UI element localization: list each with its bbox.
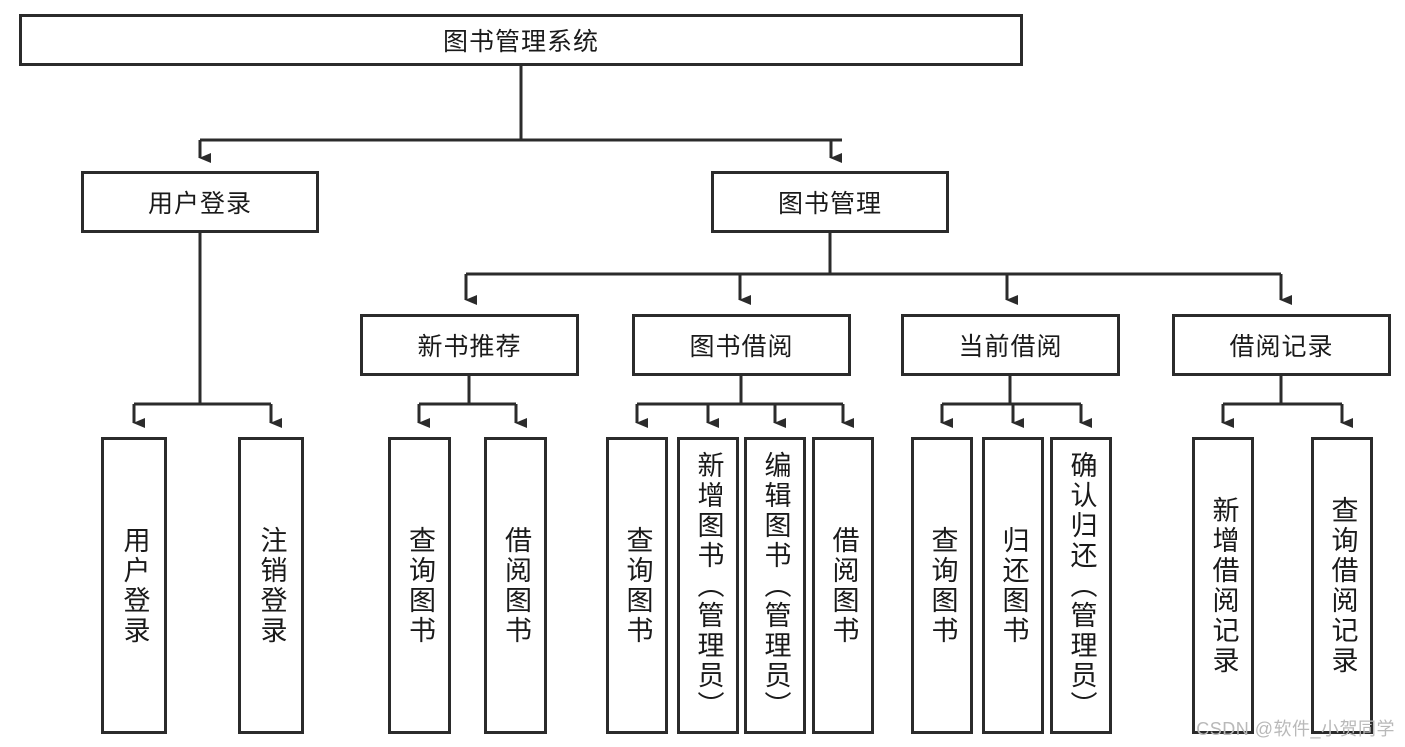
leaf-query-book-current[interactable]: 查询图书 <box>911 437 973 734</box>
leaf-add-borrow-record-label: 新增借阅记录 <box>1208 495 1239 676</box>
leaf-query-book-borrow-label: 查询图书 <box>622 525 653 646</box>
leaf-borrow-book-recommend[interactable]: 借阅图书 <box>484 437 547 734</box>
connector-recommend-to-leaves <box>417 376 527 428</box>
leaf-confirm-return-admin[interactable]: 确认归还（管理员） <box>1050 437 1112 734</box>
leaf-logout-label: 注销登录 <box>256 525 287 646</box>
node-new-book-recommend-label: 新书推荐 <box>417 333 522 361</box>
node-root-label: 图书管理系统 <box>442 28 599 56</box>
leaf-user-login-label: 用户登录 <box>119 525 150 646</box>
node-book-management[interactable]: 图书管理 <box>711 171 949 233</box>
leaf-add-book-admin[interactable]: 新增图书（管理员） <box>677 437 739 734</box>
node-user-login[interactable]: 用户登录 <box>81 171 319 233</box>
node-current-borrow-label: 当前借阅 <box>958 333 1063 361</box>
node-borrow-record[interactable]: 借阅记录 <box>1172 314 1391 376</box>
connector-borrow-to-leaves <box>635 376 854 428</box>
leaf-borrow-book-label: 借阅图书 <box>828 525 859 646</box>
leaf-borrow-book[interactable]: 借阅图书 <box>812 437 874 734</box>
node-root[interactable]: 图书管理系统 <box>19 14 1023 66</box>
node-current-borrow[interactable]: 当前借阅 <box>901 314 1120 376</box>
leaf-query-book-recommend-label: 查询图书 <box>404 525 435 646</box>
connector-current-to-leaves <box>940 376 1092 428</box>
leaf-edit-book-admin-label: 编辑图书（管理员） <box>760 450 791 721</box>
leaf-user-login[interactable]: 用户登录 <box>101 437 167 734</box>
watermark: CSDN @软件_小贺同学 <box>1196 719 1395 739</box>
leaf-edit-book-admin[interactable]: 编辑图书（管理员） <box>744 437 806 734</box>
connector-login-to-leaves <box>132 233 282 428</box>
node-book-borrow-label: 图书借阅 <box>689 333 794 361</box>
leaf-confirm-return-admin-label: 确认归还（管理员） <box>1066 450 1097 721</box>
leaf-query-book-current-label: 查询图书 <box>927 525 958 646</box>
leaf-add-book-admin-label: 新增图书（管理员） <box>693 450 724 721</box>
connector-root-to-level2 <box>198 66 842 163</box>
node-new-book-recommend[interactable]: 新书推荐 <box>360 314 579 376</box>
leaf-borrow-book-recommend-label: 借阅图书 <box>500 525 531 646</box>
leaf-return-book-label: 归还图书 <box>998 525 1029 646</box>
node-book-borrow[interactable]: 图书借阅 <box>632 314 851 376</box>
node-user-login-label: 用户登录 <box>147 190 252 218</box>
leaf-query-borrow-record[interactable]: 查询借阅记录 <box>1311 437 1373 734</box>
connector-manage-to-level3 <box>464 233 1292 305</box>
leaf-query-book-recommend[interactable]: 查询图书 <box>388 437 451 734</box>
leaf-query-borrow-record-label: 查询借阅记录 <box>1327 495 1358 676</box>
leaf-return-book[interactable]: 归还图书 <box>982 437 1044 734</box>
node-book-management-label: 图书管理 <box>777 190 882 218</box>
leaf-add-borrow-record[interactable]: 新增借阅记录 <box>1192 437 1254 734</box>
leaf-query-book-borrow[interactable]: 查询图书 <box>606 437 668 734</box>
connector-record-to-leaves <box>1221 376 1353 428</box>
node-borrow-record-label: 借阅记录 <box>1229 333 1334 361</box>
leaf-logout[interactable]: 注销登录 <box>238 437 304 734</box>
